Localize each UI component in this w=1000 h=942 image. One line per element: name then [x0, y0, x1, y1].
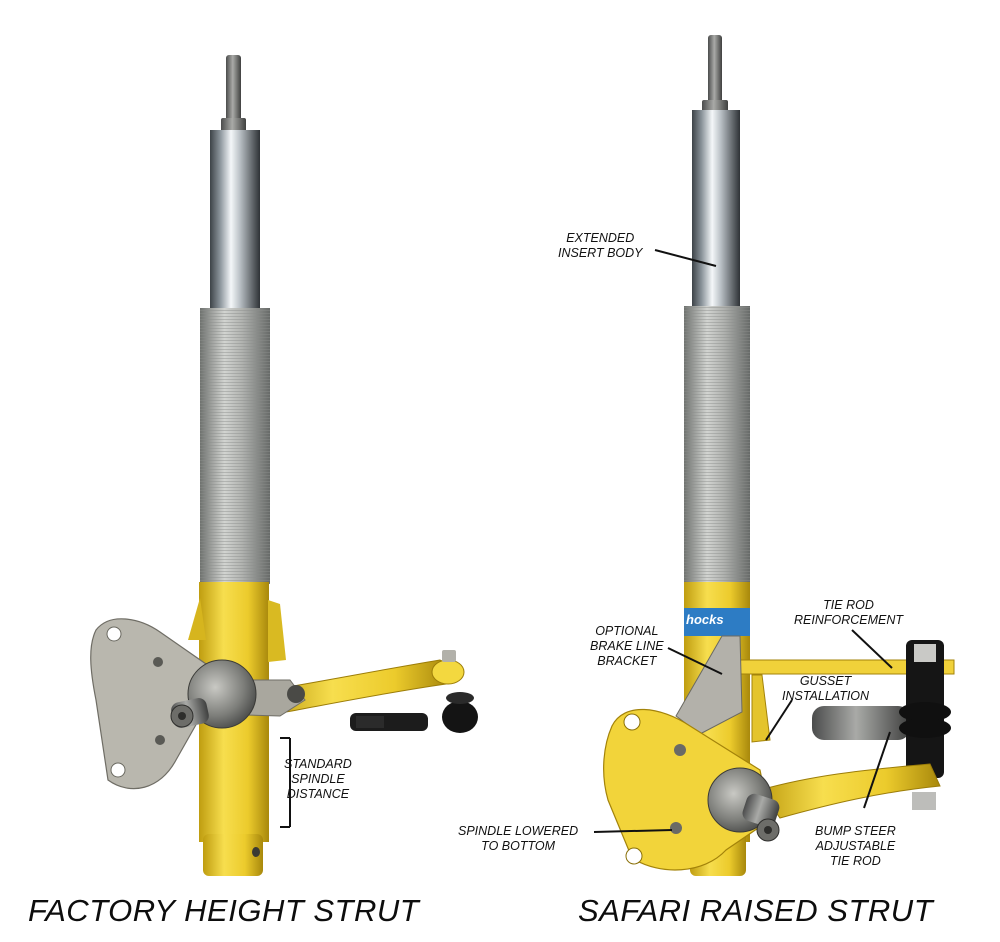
left-chrome-insert [210, 130, 260, 310]
caption-safari-raised-strut: SAFARI RAISED STRUT [578, 893, 934, 928]
label-line: SPINDLE LOWERED [458, 824, 579, 838]
label-extended-insert-body: EXTENDED INSERT BODY [558, 231, 643, 261]
decal-text: hocks [686, 612, 724, 627]
right-top-stud [708, 35, 722, 105]
label-line: SPINDLE [291, 772, 345, 786]
gusset [751, 674, 771, 743]
label-line: EXTENDED [566, 231, 635, 245]
label-bump-steer-adjustable-tie-rod: BUMP STEER ADJUSTABLE TIE ROD [815, 824, 896, 869]
label-line: TIE ROD [830, 854, 881, 868]
label-optional-brake-line-bracket: OPTIONAL BRAKE LINE BRACKET [590, 624, 664, 669]
left-top-stud [226, 55, 241, 123]
factory-strut [90, 55, 478, 876]
label-line: TO BOTTOM [481, 839, 556, 853]
brake-line-bracket [675, 635, 743, 735]
standard-spindle-bracket [280, 737, 291, 828]
safari-strut [593, 35, 955, 876]
label-line: GUSSET [799, 674, 852, 688]
label-gusset-installation: GUSSET INSTALLATION [782, 674, 869, 704]
right-chrome-insert [692, 110, 740, 310]
label-line: ADJUSTABLE [815, 839, 896, 853]
label-line: BUMP STEER [815, 824, 896, 838]
label-line: REINFORCEMENT [794, 613, 904, 627]
label-line: INSTALLATION [782, 689, 870, 703]
label-line: INSERT BODY [558, 246, 643, 260]
label-spindle-lowered: SPINDLE LOWERED TO BOTTOM [458, 824, 578, 854]
label-line: STANDARD [284, 757, 352, 771]
label-line: TIE ROD [823, 598, 874, 612]
label-standard-spindle-distance: STANDARD SPINDLE DISTANCE [284, 757, 352, 802]
label-line: DISTANCE [286, 787, 350, 801]
left-knuckle-plate [90, 618, 211, 790]
caption-factory-height-strut: FACTORY HEIGHT STRUT [28, 893, 420, 928]
bump-steer-tie-rod [812, 706, 910, 740]
label-tie-rod-reinforcement: TIE ROD REINFORCEMENT [794, 598, 903, 628]
label-line: OPTIONAL [595, 624, 659, 638]
leader-lines [593, 249, 893, 833]
label-line: BRAKE LINE [590, 639, 664, 653]
right-steering-arm [759, 763, 941, 819]
label-line: BRACKET [597, 654, 657, 668]
